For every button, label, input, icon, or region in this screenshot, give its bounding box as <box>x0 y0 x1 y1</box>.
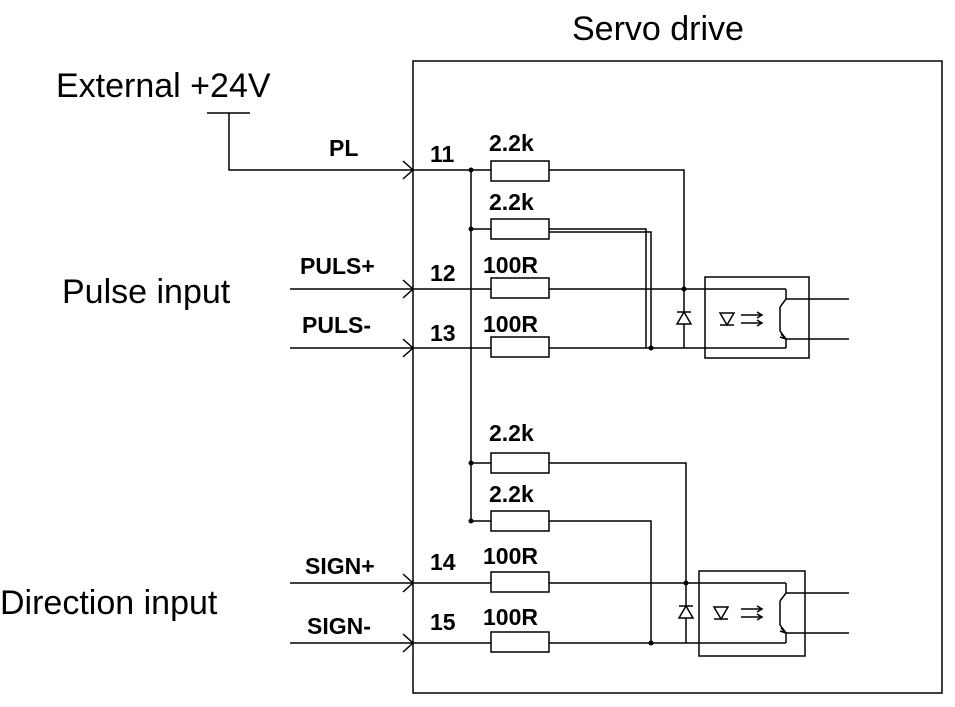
signal-pl: PL <box>329 135 358 161</box>
junction-dot <box>648 640 654 646</box>
signal-sign-minus: SIGN- <box>307 613 371 639</box>
external-supply-label: External +24V <box>56 67 271 105</box>
pulse-optocoupler-icon <box>704 276 810 359</box>
resistor-r2 <box>490 218 550 240</box>
pulse-r1-out <box>549 169 685 348</box>
resistor-label-r4: 100R <box>483 311 538 337</box>
pin-13: 13 <box>430 320 456 346</box>
resistor-label-r3: 100R <box>483 252 538 278</box>
resistor-r6 <box>490 510 550 532</box>
pulse-protection-diode-icon <box>675 310 693 325</box>
pin-15: 15 <box>430 609 456 635</box>
junction-dot <box>681 286 687 292</box>
signal-puls-minus: PULS- <box>302 312 371 338</box>
signal-sign-plus: SIGN+ <box>305 553 375 579</box>
direction-protection-diode-icon <box>677 604 695 619</box>
resistor-label-r1: 2.2k <box>489 130 534 156</box>
resistor-r5 <box>490 452 550 474</box>
resistor-label-r8: 100R <box>483 604 538 630</box>
resistor-r4 <box>490 336 550 358</box>
resistor-label-r7: 100R <box>483 543 538 569</box>
resistor-label-r5: 2.2k <box>489 420 534 446</box>
pin-14: 14 <box>430 549 456 575</box>
drive-title: Servo drive <box>572 10 744 48</box>
junction-dot <box>468 460 474 466</box>
direction-input-label: Direction input <box>0 584 218 622</box>
junction-dot <box>683 580 689 586</box>
junction-dot <box>468 226 474 232</box>
resistor-label-r2: 2.2k <box>489 189 534 215</box>
resistor-r3 <box>490 277 550 299</box>
junction-dot <box>468 167 474 173</box>
pulse-input-label: Pulse input <box>62 273 231 311</box>
resistor-r7 <box>490 571 550 593</box>
pulse-r2-out-b <box>549 231 652 348</box>
pin-11: 11 <box>430 141 455 167</box>
pl-wire <box>228 113 413 171</box>
resistor-r1 <box>490 160 550 182</box>
resistor-r8 <box>490 631 550 653</box>
resistor-label-r6: 2.2k <box>489 481 534 507</box>
pulse-r2-out-a <box>549 228 647 348</box>
junction-dot <box>468 518 474 524</box>
signal-puls-plus: PULS+ <box>300 253 375 279</box>
junction-dot <box>648 345 654 351</box>
servo-drive-box <box>412 60 943 694</box>
dir-r5-out <box>549 462 687 643</box>
direction-optocoupler-icon <box>698 570 806 657</box>
dir-r6-out <box>549 520 652 643</box>
pin-12: 12 <box>430 260 456 286</box>
